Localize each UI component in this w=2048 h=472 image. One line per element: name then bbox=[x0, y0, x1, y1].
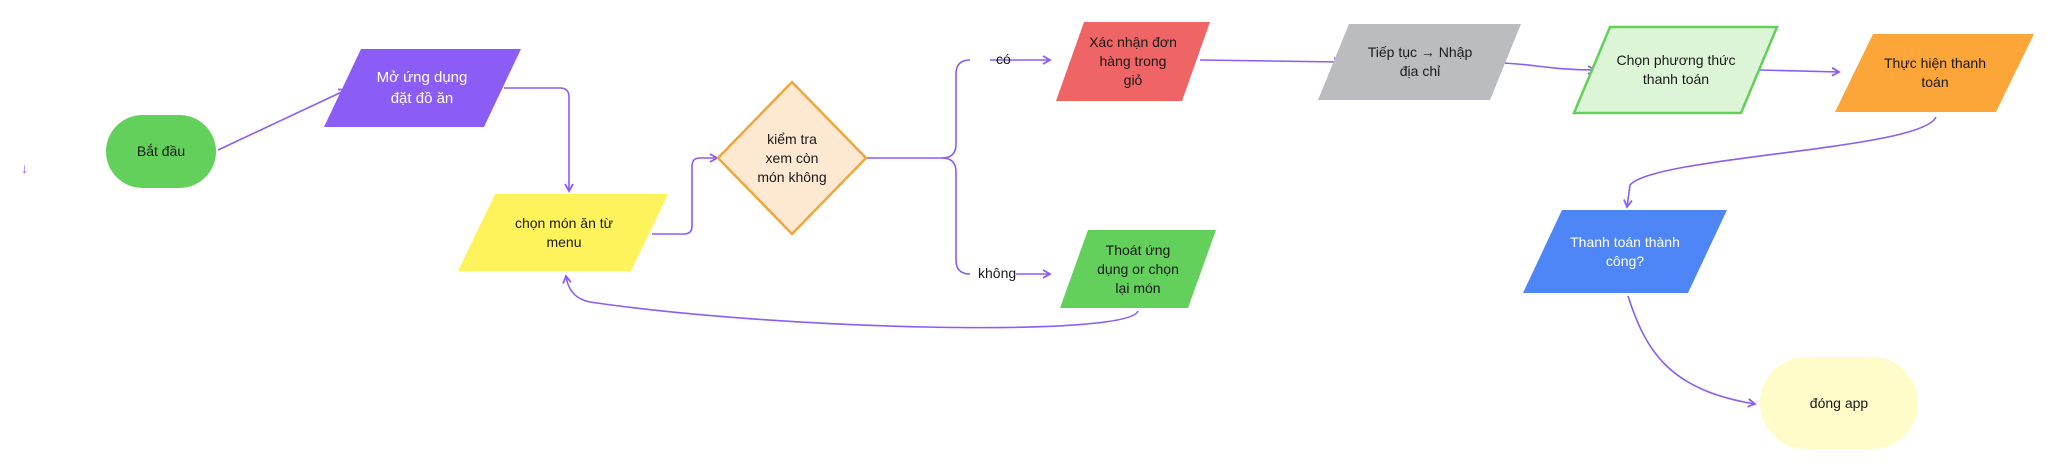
edge-choose-dish-to-check bbox=[652, 153, 719, 235]
pay-node[interactable] bbox=[1835, 34, 2034, 112]
start-label: Bắt đầu bbox=[136, 143, 186, 159]
paid-decision-label: Thanh toán thành công? bbox=[1570, 233, 1680, 269]
confirm-order-node[interactable] bbox=[1056, 22, 1210, 101]
close-app-node[interactable] bbox=[1760, 357, 1918, 449]
pay-label: Thực hiện thanh toán bbox=[1884, 55, 1986, 90]
close-app-label: đóng app bbox=[1809, 394, 1869, 411]
edge-confirm-to-address bbox=[1199, 57, 1343, 67]
edge-label-no: không bbox=[978, 265, 1017, 281]
stray-arrow-icon: ↓ bbox=[21, 160, 28, 176]
edge-label-yes: có bbox=[996, 51, 1011, 67]
start-node[interactable] bbox=[106, 115, 216, 188]
payment-method-node[interactable] bbox=[1572, 25, 1779, 115]
edge-paid-to-close bbox=[1627, 295, 1757, 408]
confirm-order-label: Xác nhận đơn hàng trong giỏ bbox=[1089, 34, 1177, 88]
address-label: Tiếp tục → Nhập địa chỉ bbox=[1367, 44, 1473, 79]
open-app-label: Mở ứng dụng đặt đồ ăn bbox=[376, 69, 468, 107]
edge-check-branch-up bbox=[941, 59, 971, 159]
edge-check-branch-down bbox=[941, 157, 971, 275]
choose-dish-label: chọn món ăn từ menu bbox=[514, 214, 614, 250]
check-label: kiểm tra xem còn món không bbox=[757, 130, 827, 185]
edge-address-to-payment-method bbox=[1502, 62, 1597, 75]
open-app-node[interactable] bbox=[324, 49, 521, 127]
edge-exit-back-to-choose-dish bbox=[562, 274, 1139, 329]
edge-start-to-open-app bbox=[217, 88, 348, 151]
choose-dish-node[interactable] bbox=[458, 194, 668, 271]
address-node[interactable] bbox=[1318, 24, 1521, 100]
edge-open-app-to-choose-dish bbox=[504, 87, 574, 193]
exit-node[interactable] bbox=[1060, 230, 1216, 308]
exit-label: Thoát ứng dụng or chọn lại món bbox=[1097, 241, 1179, 296]
edge-payment-method-to-pay bbox=[1758, 67, 1841, 77]
edge-pay-to-paid bbox=[1623, 116, 1937, 209]
payment-method-label: Chọn phương thức thanh toán bbox=[1616, 52, 1736, 87]
paid-decision-node[interactable] bbox=[1523, 210, 1727, 293]
check-decision-node[interactable] bbox=[716, 80, 868, 236]
